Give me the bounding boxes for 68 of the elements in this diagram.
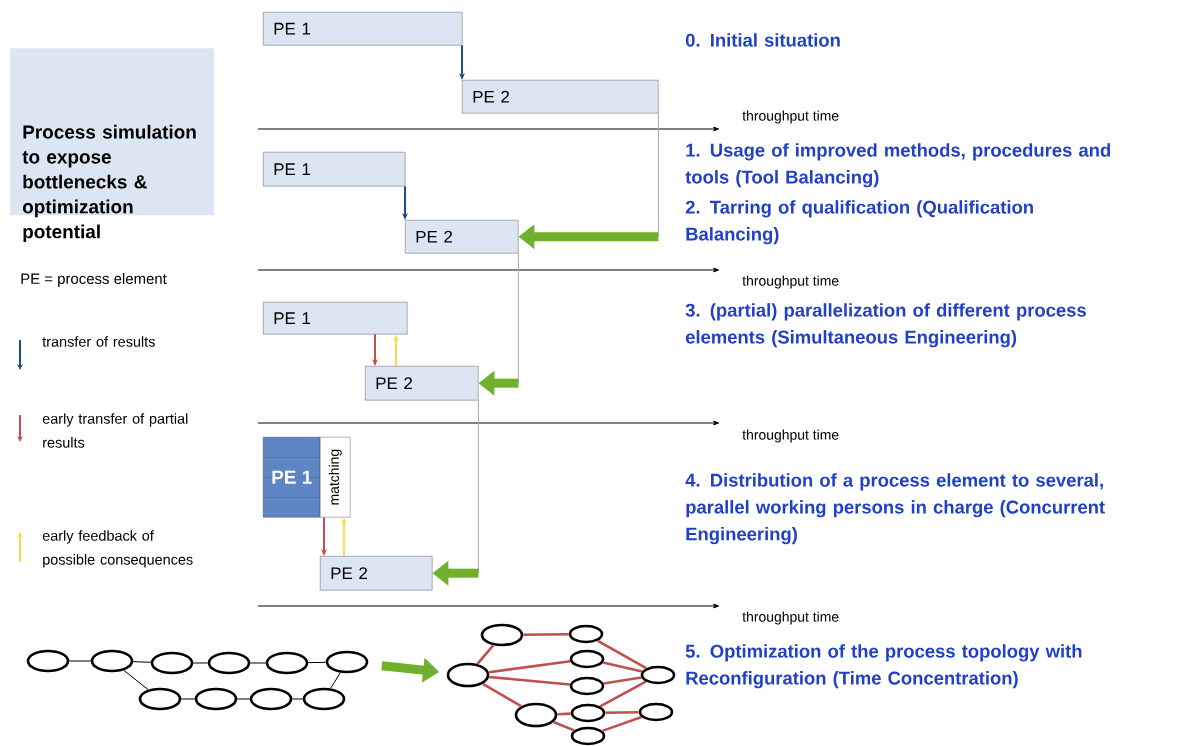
ellipse-node (325, 650, 369, 674)
ellipse-node (640, 665, 676, 685)
connector-line (605, 710, 639, 715)
ellipse-node (207, 651, 251, 675)
connector-line (488, 675, 571, 686)
legend-text: early feedback of possible consequences (42, 530, 193, 568)
step-description: 2. Tarring of qualification (Qualification Balancing) (685, 200, 1033, 245)
ellipse-node (150, 651, 194, 675)
connector-line (482, 682, 522, 708)
process-element-box: PE 1 (263, 437, 321, 518)
connector-line (192, 662, 209, 664)
connector-line (249, 662, 267, 664)
process-element-box: PE 1 (263, 302, 408, 335)
process-element-box: PE 2 (405, 220, 519, 254)
connector-line (557, 712, 571, 716)
step-description: 4. Distribution of a process element to several, parallel working persons in charge (Concurrent Engineering) (685, 473, 1105, 545)
connector-line (523, 632, 569, 637)
ellipse-node (569, 649, 605, 669)
axis-label: throughput time (742, 611, 839, 625)
connector-line (476, 644, 495, 665)
ellipse-node (570, 726, 606, 746)
connector-line (132, 661, 152, 663)
axis-label: throughput time (742, 429, 839, 443)
connector-line (180, 698, 196, 700)
process-simulation-box: Process simulation to expose bottlenecks & optimization potential (10, 48, 215, 243)
step-description: 5. Optimization of the process topology with Reconfiguration (Time Concentration) (685, 644, 1082, 689)
process-element-box: PE 1 (263, 152, 406, 187)
ellipse-node (446, 662, 490, 688)
ellipse-node (265, 651, 309, 675)
ellipse-node (249, 687, 293, 711)
ellipse-node (480, 623, 524, 647)
connector-line (552, 720, 575, 732)
connector-line (602, 661, 643, 673)
legend-text: transfer of results (42, 336, 155, 347)
matching-box: matching (320, 437, 351, 518)
connector-line (291, 698, 304, 700)
ellipse-node (302, 687, 346, 711)
ellipse-node (26, 649, 70, 673)
process-element-box: PE 2 (320, 556, 433, 591)
note: PE = process element (21, 273, 167, 287)
ellipse-node (570, 703, 606, 723)
legend-text: early transfer of partial results (42, 413, 188, 448)
connector-line (123, 669, 149, 691)
connector-line (307, 661, 327, 664)
ellipse-node (90, 649, 134, 673)
connector-line (599, 680, 647, 708)
axis-label: throughput time (742, 110, 839, 124)
process-element-box: PE 2 (462, 80, 659, 114)
ellipse-node (638, 702, 674, 722)
connector-line (330, 672, 341, 689)
step-description: 0. Initial situation (685, 33, 840, 47)
ellipse-node (569, 676, 605, 696)
connector-line (488, 659, 571, 674)
connector-line (603, 676, 642, 685)
node-label: potential (23, 224, 100, 243)
step-description: 3. (partial) parallelization of different process elements (Simultaneous Engineering) (685, 303, 1086, 348)
axis-label: throughput time (742, 275, 839, 289)
connector-line (597, 639, 647, 670)
connector-line (236, 698, 251, 700)
connector-line (602, 715, 642, 733)
process-element-box: PE 1 (263, 12, 463, 46)
ellipse-node (514, 702, 558, 728)
connector-line (68, 660, 92, 662)
process-element-box: PE 2 (365, 366, 479, 401)
ellipse-node (568, 624, 604, 644)
ellipse-node (194, 687, 238, 711)
step-description: 1. Usage of improved methods, procedures and tools (Tool Balancing) (685, 143, 1110, 188)
ellipse-node (138, 687, 182, 711)
